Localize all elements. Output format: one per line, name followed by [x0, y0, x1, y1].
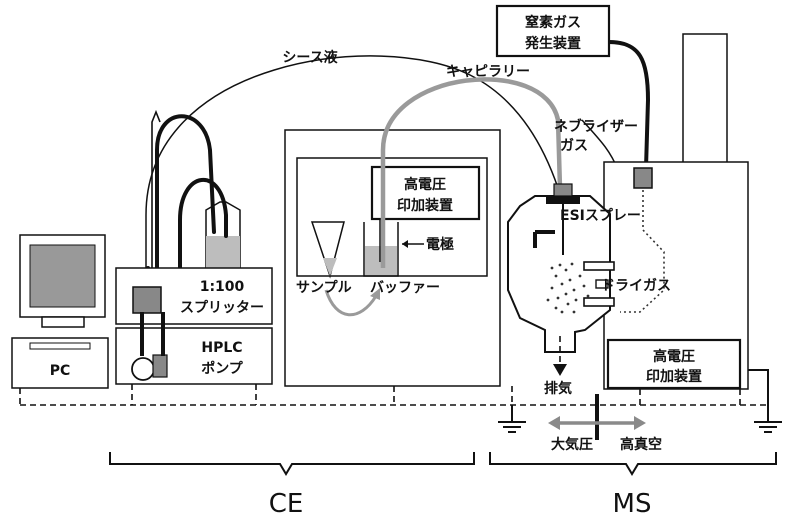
hv-ce-box	[370, 165, 481, 221]
ms-label: MS	[613, 489, 652, 519]
exhaust-arrowhead	[553, 364, 567, 376]
esi-spray-plume	[546, 262, 590, 314]
electrode-label: 電極	[426, 236, 454, 253]
hplc-label-1: HPLC	[201, 340, 242, 356]
hv-ms-label-1: 高電圧	[653, 348, 695, 365]
nitrogen-label-1: 窒素ガス	[525, 14, 581, 31]
ce-label: CE	[269, 489, 304, 519]
nebulizer-label-1: ネブライザー	[554, 118, 638, 135]
sample-label: サンプル	[296, 280, 352, 296]
sheath-liquid-label: シース液	[282, 49, 338, 66]
ground-symbol-ms	[748, 369, 782, 433]
nitrogen-label-2: 発生装置	[524, 35, 581, 52]
hplc-label-2: ポンプ	[201, 360, 244, 377]
ce-brace	[109, 452, 475, 476]
dry-gas-label: ドライガス	[601, 278, 671, 294]
thick-tube-1	[155, 114, 216, 290]
pc-monitor-stand	[41, 316, 85, 328]
ms-brace	[489, 452, 777, 476]
nebulizer-label-2: ガス	[560, 138, 588, 154]
splitter-label-2: スプリッター	[180, 300, 264, 316]
ms-inlet-capillary	[595, 279, 609, 289]
signal-bus-drops	[19, 384, 741, 405]
hv-ms-label-2: 印加装置	[646, 368, 702, 385]
buffer-label: バッファー	[370, 280, 440, 296]
pump-tubes	[140, 312, 165, 356]
sheath-liquid-line	[145, 55, 559, 286]
pressure-arrow-left	[548, 416, 560, 430]
esi-needle-holder	[553, 183, 573, 197]
esi-flange	[546, 196, 580, 204]
capillary-tube	[380, 77, 563, 268]
nitrogen-generator-box	[495, 4, 611, 58]
esi-spray-label: ESIスプレー	[560, 208, 641, 224]
exhaust-label: 排気	[544, 380, 572, 397]
gas-heater	[633, 167, 653, 189]
sample-liquid	[323, 258, 337, 276]
deflector-plate	[533, 230, 555, 248]
atmospheric-label: 大気圧	[551, 436, 593, 453]
sheath-tube-end	[151, 109, 161, 286]
hv-ce-label-1: 高電圧	[404, 176, 446, 193]
sample-vial	[310, 221, 345, 279]
splitter-icon	[132, 286, 162, 314]
pressure-arrow-right	[634, 416, 646, 430]
ms-chimney	[682, 33, 728, 167]
bottle-liquid	[206, 236, 240, 268]
ground-symbol-ce	[498, 405, 526, 433]
pc-computer: PC	[11, 234, 109, 389]
hv-ms-box	[606, 338, 742, 390]
ms-inlet-plate-bottom	[583, 297, 615, 307]
pc-label: PC	[50, 363, 71, 379]
pump-head	[131, 357, 155, 381]
hv-ce-label-2: 印加装置	[397, 197, 453, 214]
buffer-vial	[363, 222, 399, 277]
pc-monitor-screen	[29, 244, 96, 308]
pc-drive-slot	[29, 342, 91, 350]
splitter-label-1: 1:100	[200, 279, 245, 295]
ms-inlet-plate-top	[583, 261, 615, 271]
capillary-label: キャピラリー	[446, 64, 530, 80]
vial-transfer-arrow	[324, 289, 378, 317]
nitrogen-gas-tube	[608, 40, 651, 169]
high-vacuum-label: 高真空	[620, 436, 662, 453]
pump-body	[152, 354, 168, 378]
